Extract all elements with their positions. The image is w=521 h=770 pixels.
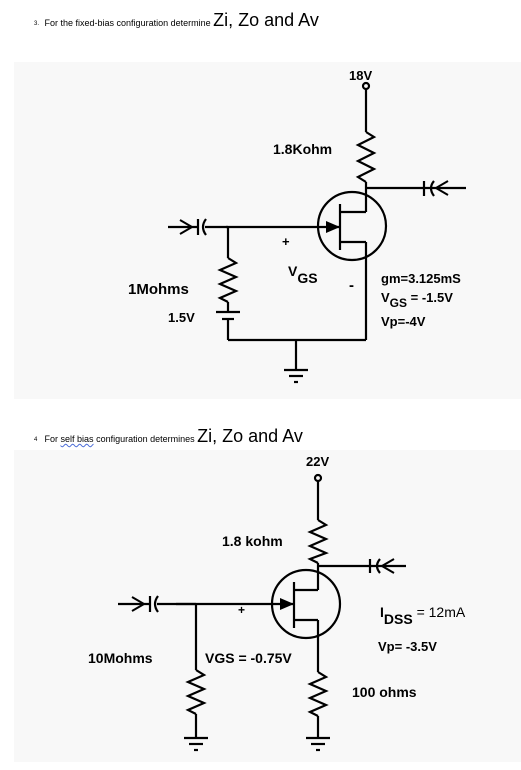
self-bias-panel [14, 450, 521, 762]
drain-resistor-label: 1.8Kohm [273, 141, 332, 157]
gate-battery-label: 1.5V [168, 310, 195, 325]
input-arrow [179, 219, 194, 235]
vgs-value-rest: = -1.5V [407, 290, 453, 305]
output-arrow [434, 180, 449, 196]
question-text: For the fixed-bias configuration determi… [44, 18, 211, 28]
vgs-value: VGS = -0.75V [205, 650, 292, 666]
gate-arrow [326, 221, 340, 233]
gate-resistor [185, 669, 207, 715]
question-number: 4 [34, 436, 38, 443]
question-targets: Zi, Zo and Av [213, 10, 319, 30]
question-3-title: 3. For the fixed-bias configuration dete… [34, 10, 319, 31]
idss-value: IDSS = 12mA [380, 604, 466, 627]
gate-resistor-label: 10Mohms [88, 650, 153, 666]
vdd-terminal [313, 473, 323, 483]
vgs-value: VGS = -1.5V [381, 290, 453, 310]
gate-arrow [280, 598, 294, 610]
input-arrow [131, 596, 146, 612]
drain-resistor [355, 131, 377, 183]
gm-value: gm=3.125mS [381, 271, 461, 286]
idss-value-sub: DSS [384, 611, 413, 627]
vgs-value-v: V [381, 290, 390, 305]
vdd-label: 18V [349, 68, 372, 83]
output-arrow [380, 558, 395, 574]
fixed-bias-panel [14, 62, 521, 399]
question-number: 3. [34, 20, 40, 27]
vgs-symbol-sub: GS [297, 270, 317, 286]
drain-resistor [307, 519, 329, 564]
idss-value-i: I [380, 604, 384, 620]
gate-resistor [217, 257, 239, 303]
source-resistor-label: 100 ohms [352, 684, 417, 700]
source-resistor [307, 671, 329, 717]
vp-value: Vp= -3.5V [378, 639, 437, 654]
idss-value-rest: = 12mA [413, 604, 466, 620]
vdd-label: 22V [306, 454, 329, 469]
vgs-value-sub: GS [390, 296, 407, 310]
vgs-plus: + [238, 603, 245, 617]
question-4-title: 4 For self bias configuration determines… [34, 426, 303, 447]
gate-resistor-label: 1Mohms [128, 281, 189, 298]
drain-resistor-label: 1.8 kohm [222, 533, 283, 549]
question-text-pre: For [44, 434, 59, 444]
vgs-symbol: VGS [288, 263, 318, 286]
question-text-post: configuration determines [96, 434, 195, 444]
vgs-plus: + [282, 234, 290, 249]
vp-value: Vp=-4V [381, 314, 426, 329]
vgs-symbol-v: V [288, 263, 298, 279]
question-targets: Zi, Zo and Av [197, 426, 303, 446]
vgs-minus: - [349, 277, 354, 294]
self-bias-link[interactable]: self bias [60, 434, 94, 444]
